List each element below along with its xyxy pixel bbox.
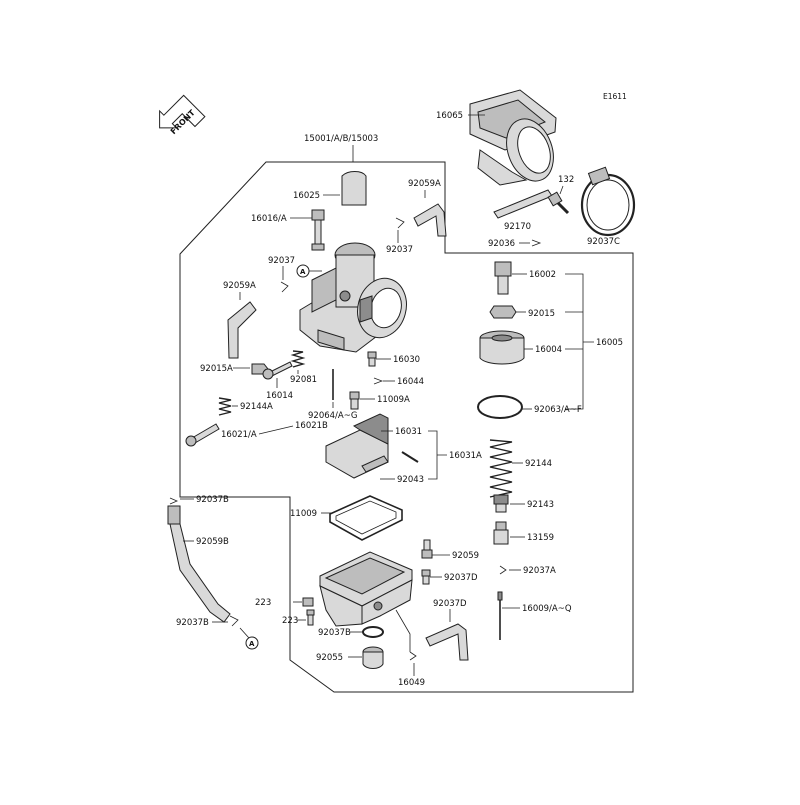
label-223-right: 92037D	[444, 573, 478, 583]
spring-92144a	[218, 397, 232, 416]
label-16049: 92055	[316, 653, 343, 663]
label-16021b: 16021B	[295, 421, 328, 431]
screw-16016	[311, 209, 325, 251]
label-92055: 92037B	[318, 628, 351, 638]
clip-92037b-top	[169, 497, 179, 505]
drain-92037d-right	[421, 539, 433, 559]
label-13159: 13159	[527, 533, 554, 543]
label-92015-right: 92015	[528, 309, 555, 319]
label-92037d-right: 92059	[452, 551, 479, 561]
callout-a-upper: A	[296, 264, 310, 278]
screw-92063	[349, 391, 360, 410]
label-92081: 92081	[290, 375, 317, 385]
plug-16049	[362, 646, 384, 669]
label-92063: 11009A	[377, 395, 410, 405]
intake-manifold	[469, 89, 557, 186]
label-16021: 16021/A	[221, 430, 257, 440]
float-bowl	[319, 551, 413, 627]
label-16025: 16025	[293, 191, 320, 201]
label-92037-top: 92037	[386, 245, 413, 255]
drain-92037d-left	[302, 597, 314, 607]
clip-92037-left	[280, 281, 289, 293]
carburetor-body	[299, 242, 407, 353]
needle-holder-13159	[493, 521, 509, 545]
clamp-band	[493, 189, 553, 219]
hose-92059a-top	[413, 203, 447, 237]
label-16002: 16002	[529, 270, 556, 280]
svg-text:A: A	[249, 640, 255, 648]
label-15001: 15001/A/B/15003	[304, 134, 378, 144]
label-92037-left: 92037	[268, 256, 295, 266]
label-92144: 92144	[525, 459, 552, 469]
needle-16009	[497, 591, 503, 640]
hose-92059b	[425, 623, 469, 661]
clip-92143	[493, 494, 509, 513]
label-92170: 92170	[504, 222, 531, 232]
clip-92037a	[499, 565, 507, 575]
label-92037b-top: 92037B	[196, 495, 229, 505]
clip-16044	[373, 377, 384, 385]
diagram-code: E1611	[603, 92, 627, 101]
clip-92037b-bottom	[229, 615, 239, 627]
nut-92015-right	[489, 305, 517, 319]
clamp-92037c	[580, 166, 636, 237]
label-223-left: 223	[282, 616, 298, 626]
label-92059a-top: 92059A	[408, 179, 441, 189]
label-92143: 92143	[527, 500, 554, 510]
screw-223-right	[421, 569, 431, 585]
clip-92036	[531, 239, 542, 247]
label-92037d-left: 223	[255, 598, 271, 608]
clip-92037-top	[395, 217, 405, 229]
label-16044: 16044	[397, 377, 424, 387]
label-92037b-bottom: 92037B	[176, 618, 209, 628]
screw-223-left	[306, 609, 315, 626]
screw-16002	[494, 261, 512, 295]
label-11009a: 92063/A~F	[534, 405, 582, 415]
label-11009: 11009	[290, 509, 317, 519]
svg-text:A: A	[300, 268, 306, 276]
label-132: 132	[558, 175, 574, 185]
label-16005: 16005	[596, 338, 623, 348]
spring-92081	[290, 350, 306, 368]
screw-16014	[262, 361, 293, 380]
front-arrow-icon: FRONT	[159, 94, 206, 136]
bolt-132	[547, 191, 570, 215]
label-16016: 16016/A	[251, 214, 287, 224]
label-16014: 16014	[266, 391, 293, 401]
label-92059a-left: 92059A	[223, 281, 256, 291]
callout-a-lower: A	[245, 636, 259, 650]
oring-92055	[362, 626, 384, 638]
label-92144a: 92144A	[240, 402, 273, 412]
jet-16030	[367, 351, 377, 367]
label-92064: 92064/A~G	[308, 411, 357, 421]
label-92037a: 92037A	[523, 566, 556, 576]
label-16065: 16065	[436, 111, 463, 121]
label-92059b: 92037D	[433, 599, 467, 609]
cap-16025	[341, 171, 367, 206]
label-16004: 16004	[535, 345, 562, 355]
clip-92037-bottom	[409, 651, 417, 661]
hose-92059	[167, 505, 231, 623]
screw-16021	[185, 423, 220, 447]
throttle-slide-16031	[325, 413, 389, 479]
label-16031a: 16031A	[449, 451, 482, 461]
label-92036: 92036	[488, 239, 515, 249]
label-92015a: 92015A	[200, 364, 233, 374]
label-16031: 16031	[395, 427, 422, 437]
label-92059: 92059B	[196, 537, 229, 547]
spring-92144	[489, 439, 513, 498]
label-16009: 16009/A~Q	[522, 604, 572, 614]
cap-16004	[479, 330, 525, 365]
label-92043: 92043	[397, 475, 424, 485]
label-92037-bottom: 16049	[398, 678, 425, 688]
pin-92043	[401, 451, 419, 463]
label-16030: 16030	[393, 355, 420, 365]
oring-11009a	[477, 395, 523, 419]
label-92037c: 92037C	[587, 237, 620, 247]
hose-92059a-left	[227, 301, 257, 359]
